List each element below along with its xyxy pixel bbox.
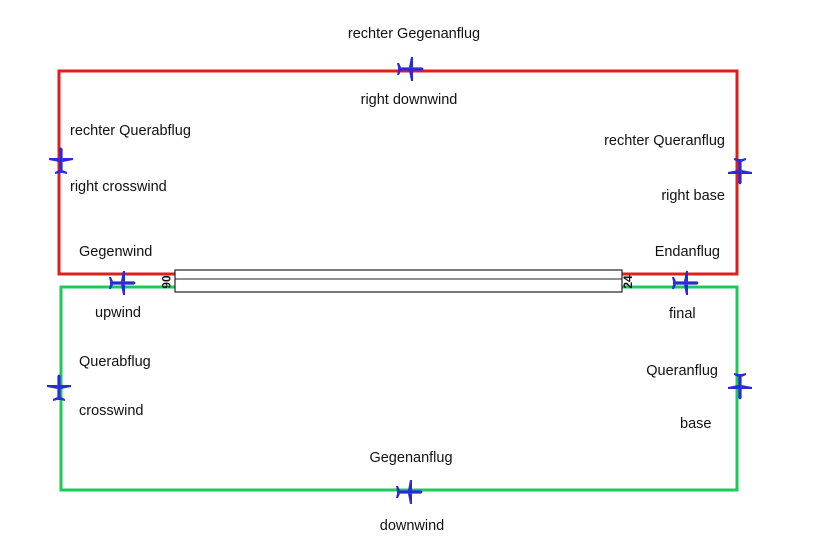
- upwind-label-de: Gegenwind: [79, 244, 152, 260]
- crosswind-label-en: crosswind: [79, 403, 143, 419]
- final-label-de: Endanflug: [655, 244, 720, 260]
- downwind-label-de: Gegenanflug: [369, 450, 452, 466]
- airplane-icon: [728, 158, 752, 185]
- upwind-label-en: upwind: [95, 305, 141, 321]
- final-label-en: final: [669, 306, 696, 322]
- right-crosswind-label-en: right crosswind: [70, 179, 167, 195]
- right-downwind-label-en: right downwind: [361, 92, 458, 108]
- runway-threshold-24: 24: [621, 275, 635, 289]
- runway-threshold-06: 06: [159, 275, 173, 289]
- right-downwind-label-de: rechter Gegenanflug: [348, 26, 480, 42]
- runway: [174, 269, 623, 293]
- base-label-de: Queranflug: [646, 363, 718, 379]
- downwind-label-en: downwind: [380, 518, 445, 534]
- right-base-label-en: right base: [661, 188, 725, 204]
- right-crosswind-label-de: rechter Querabflug: [70, 123, 191, 139]
- airplane-icon: [47, 374, 71, 401]
- airplane-icon: [397, 57, 424, 81]
- airplane-icon: [728, 373, 752, 400]
- airplane-icon: [49, 147, 73, 174]
- right-base-label-de: rechter Queranflug: [604, 133, 725, 149]
- base-label-en: base: [680, 416, 711, 432]
- crosswind-label-de: Querabflug: [79, 354, 151, 370]
- airplane-icon: [396, 480, 423, 504]
